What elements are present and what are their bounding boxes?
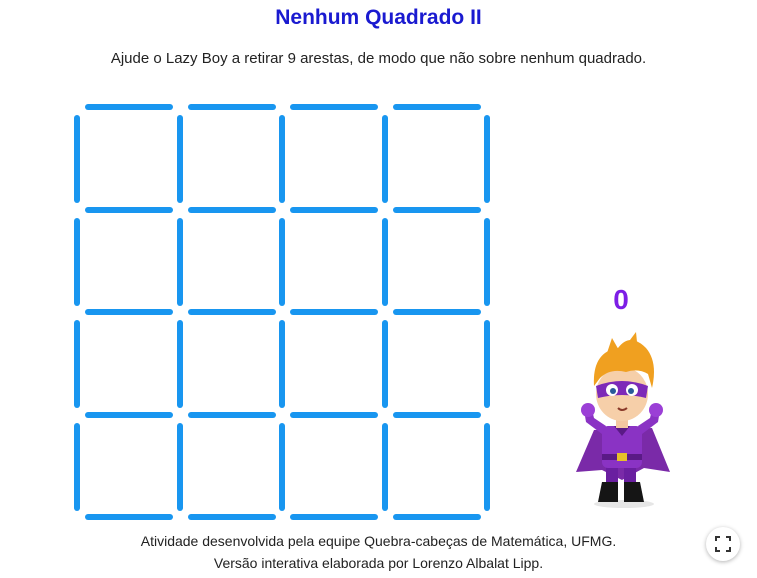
vertical-edge[interactable] (74, 422, 80, 511)
horizontal-edge[interactable] (392, 309, 481, 315)
vertical-edge[interactable] (279, 217, 285, 306)
horizontal-edge[interactable] (392, 411, 481, 418)
vertical-edge[interactable] (484, 217, 490, 306)
horizontal-edge[interactable] (85, 104, 173, 110)
horizontal-edge[interactable] (85, 206, 173, 213)
horizontal-edge[interactable] (85, 514, 173, 520)
vertical-edge[interactable] (381, 217, 388, 306)
horizontal-edge[interactable] (187, 514, 276, 520)
credits-line-1: Atividade desenvolvida pela equipe Quebr… (140, 533, 617, 549)
instructions-text: Ajude o Lazy Boy a retirar 9 arestas, de… (110, 50, 647, 67)
vertical-edge[interactable] (74, 217, 80, 306)
horizontal-edge[interactable] (392, 514, 481, 520)
horizontal-edge[interactable] (392, 104, 481, 110)
horizontal-edge[interactable] (290, 104, 378, 110)
horizontal-edge[interactable] (85, 309, 173, 315)
horizontal-edge[interactable] (187, 309, 276, 315)
vertical-edge[interactable] (484, 422, 490, 511)
horizontal-edge[interactable] (187, 104, 276, 110)
horizontal-edge[interactable] (85, 411, 173, 418)
lazy-boy-character-image (576, 332, 670, 508)
vertical-edge[interactable] (74, 115, 80, 203)
vertical-edge[interactable] (279, 320, 285, 408)
horizontal-edge[interactable] (290, 206, 378, 213)
vertical-edge[interactable] (484, 115, 490, 203)
page-title: Nenhum Quadrado II (275, 6, 482, 29)
vertical-edge[interactable] (279, 115, 285, 203)
vertical-edge[interactable] (381, 115, 388, 203)
horizontal-edge[interactable] (290, 411, 378, 418)
vertical-edge[interactable] (176, 217, 183, 306)
fullscreen-icon (715, 536, 731, 552)
vertical-edge[interactable] (381, 320, 388, 408)
vertical-edge[interactable] (74, 320, 80, 408)
vertical-edge[interactable] (381, 422, 388, 511)
vertical-edge[interactable] (176, 320, 183, 408)
horizontal-edge[interactable] (392, 206, 481, 213)
vertical-edge[interactable] (176, 422, 183, 511)
vertical-edge[interactable] (279, 422, 285, 511)
horizontal-edge[interactable] (187, 206, 276, 213)
removed-edges-counter: 0 (613, 284, 629, 315)
horizontal-edge[interactable] (290, 514, 378, 520)
vertical-edge[interactable] (176, 115, 183, 203)
vertical-edge[interactable] (484, 320, 490, 408)
horizontal-edge[interactable] (187, 411, 276, 418)
credits-line-2: Versão interativa elaborada por Lorenzo … (213, 555, 544, 571)
fullscreen-button[interactable] (706, 527, 740, 561)
horizontal-edge[interactable] (290, 309, 378, 315)
credits: Atividade desenvolvida pela equipe Quebr… (0, 530, 757, 574)
